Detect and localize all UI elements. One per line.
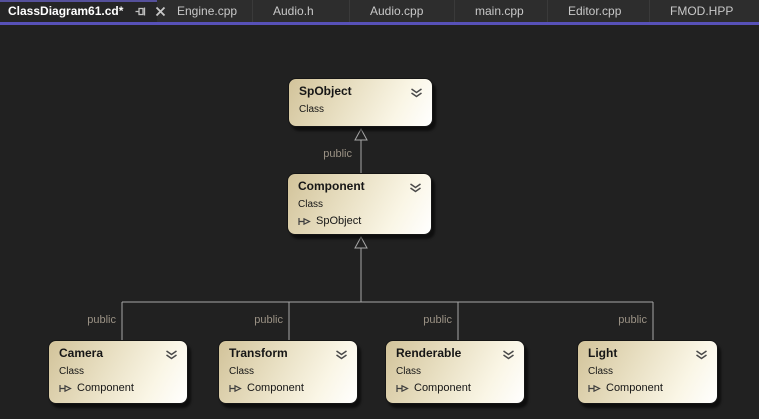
- class-node-light[interactable]: Light Class Component: [577, 340, 718, 404]
- tab-label: Editor.cpp: [568, 4, 622, 18]
- class-kind-label: Class: [588, 366, 614, 377]
- class-kind-label: Class: [298, 199, 324, 210]
- edge-access-label: public: [423, 314, 452, 326]
- tab-label: Engine.cpp: [177, 4, 238, 18]
- class-node-transform[interactable]: Transform Class Component: [218, 340, 358, 404]
- expand-chevron-icon[interactable]: [695, 347, 708, 365]
- base-class-name: SpObject: [316, 215, 362, 227]
- class-title: SpObject: [299, 84, 352, 98]
- inheritance-connectors: [121, 127, 654, 340]
- tab-audio-cpp[interactable]: Audio.cpp: [350, 0, 455, 22]
- inheritance-arrow-icon: [298, 217, 311, 226]
- base-class-name: Component: [247, 382, 304, 394]
- expand-chevron-icon[interactable]: [410, 85, 423, 103]
- class-title: Transform: [229, 346, 288, 360]
- tab-label: ClassDiagram61.cd*: [8, 4, 124, 18]
- inheritance-arrow-icon: [396, 384, 409, 393]
- inheritance-arrow-icon: [588, 384, 601, 393]
- tab-label: FMOD.HPP: [670, 4, 734, 18]
- expand-chevron-icon[interactable]: [502, 347, 515, 365]
- class-kind-label: Class: [59, 366, 85, 377]
- tab-engine-cpp[interactable]: Engine.cpp: [157, 0, 253, 22]
- class-node-camera[interactable]: Camera Class Component: [48, 340, 188, 404]
- base-class-name: Component: [414, 382, 471, 394]
- inheritance-arrow-icon: [229, 384, 242, 393]
- document-tab-bar: ClassDiagram61.cd* Engine.cpp: [0, 0, 759, 22]
- edge-access-label: public: [618, 314, 647, 326]
- edge-access-label: public: [254, 314, 283, 326]
- class-kind-label: Class: [229, 366, 255, 377]
- class-node-spobject[interactable]: SpObject Class: [288, 78, 433, 127]
- expand-chevron-icon[interactable]: [409, 180, 422, 198]
- edge-access-label: public: [87, 314, 116, 326]
- class-kind-label: Class: [299, 104, 325, 115]
- class-title: Light: [588, 346, 618, 360]
- class-node-component[interactable]: Component Class SpObject: [287, 173, 432, 235]
- class-title: Renderable: [396, 346, 462, 360]
- pin-icon[interactable]: [133, 4, 147, 18]
- class-title: Component: [298, 179, 365, 193]
- base-class-name: Component: [606, 382, 663, 394]
- tab-label: main.cpp: [475, 4, 524, 18]
- base-class-name: Component: [77, 382, 134, 394]
- expand-chevron-icon[interactable]: [165, 347, 178, 365]
- edge-access-label: public: [323, 148, 352, 160]
- tab-label: Audio.h: [273, 4, 314, 18]
- class-kind-label: Class: [396, 366, 422, 377]
- tab-main-cpp[interactable]: main.cpp: [455, 0, 548, 22]
- tab-label: Audio.cpp: [370, 4, 424, 18]
- tab-fmod-hpp[interactable]: FMOD.HPP: [650, 0, 756, 22]
- close-icon[interactable]: [153, 4, 167, 18]
- tab-bar-accent-line: [0, 22, 759, 25]
- class-title: Camera: [59, 346, 104, 360]
- diagram-canvas[interactable]: public public public public public SpObj…: [0, 25, 759, 419]
- class-node-renderable[interactable]: Renderable Class Component: [385, 340, 525, 404]
- tab-classdiagram[interactable]: ClassDiagram61.cd*: [0, 0, 166, 22]
- inheritance-arrow-icon: [59, 384, 72, 393]
- tab-audio-h[interactable]: Audio.h: [253, 0, 350, 22]
- tab-editor-cpp[interactable]: Editor.cpp: [548, 0, 650, 22]
- expand-chevron-icon[interactable]: [335, 347, 348, 365]
